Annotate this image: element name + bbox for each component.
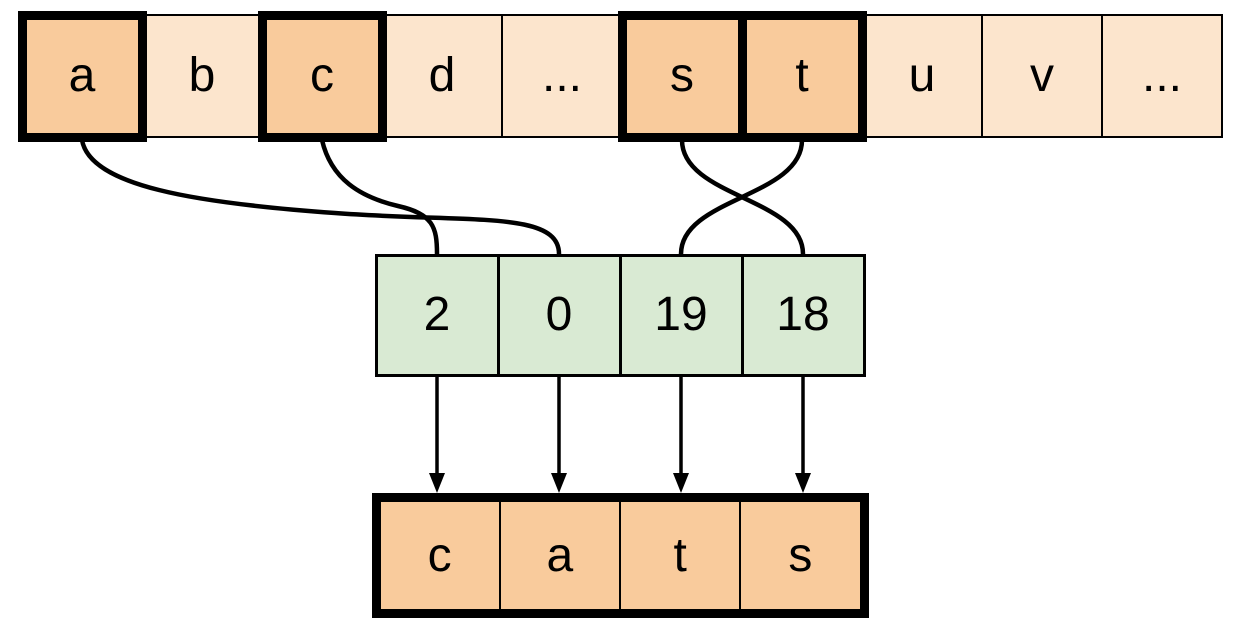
arrowhead-word-s	[795, 473, 811, 493]
index-cell-18: 18	[740, 253, 866, 377]
alphabet-cell-v: v	[980, 13, 1104, 139]
alphabet-cell-c: c	[257, 10, 387, 142]
arrowhead-word-t	[673, 473, 689, 493]
word-cell-t: t	[619, 501, 739, 609]
arrowhead-word-a	[551, 473, 567, 493]
word-cell-a: a	[498, 501, 619, 609]
curve-s-to-index-18	[679, 137, 806, 257]
curve-t-to-index-19	[678, 137, 805, 257]
alphabet-cell-d: d	[380, 13, 504, 139]
word-cell-c: c	[427, 528, 452, 582]
word-cell-s: s	[739, 501, 859, 609]
alphabet-cell-t: t	[737, 10, 867, 142]
curve-a-to-index-0	[79, 137, 562, 257]
alphabet-cell-b: b	[140, 13, 264, 139]
arrowhead-word-c	[429, 473, 445, 493]
alphabet-cell-u: u	[860, 13, 984, 139]
alphabet-cell-ellipsis-2: ...	[1100, 13, 1224, 139]
alphabet-cell-a: a	[17, 10, 147, 142]
curve-c-to-index-2	[319, 137, 440, 257]
index-cell-0: 0	[496, 253, 622, 377]
index-cell-19: 19	[618, 253, 744, 377]
alphabet-cell-s: s	[617, 10, 747, 142]
word-array-cats: c a t s	[371, 492, 869, 618]
index-cell-2: 2	[374, 253, 500, 377]
alphabet-cell-ellipsis-1: ...	[500, 13, 624, 139]
